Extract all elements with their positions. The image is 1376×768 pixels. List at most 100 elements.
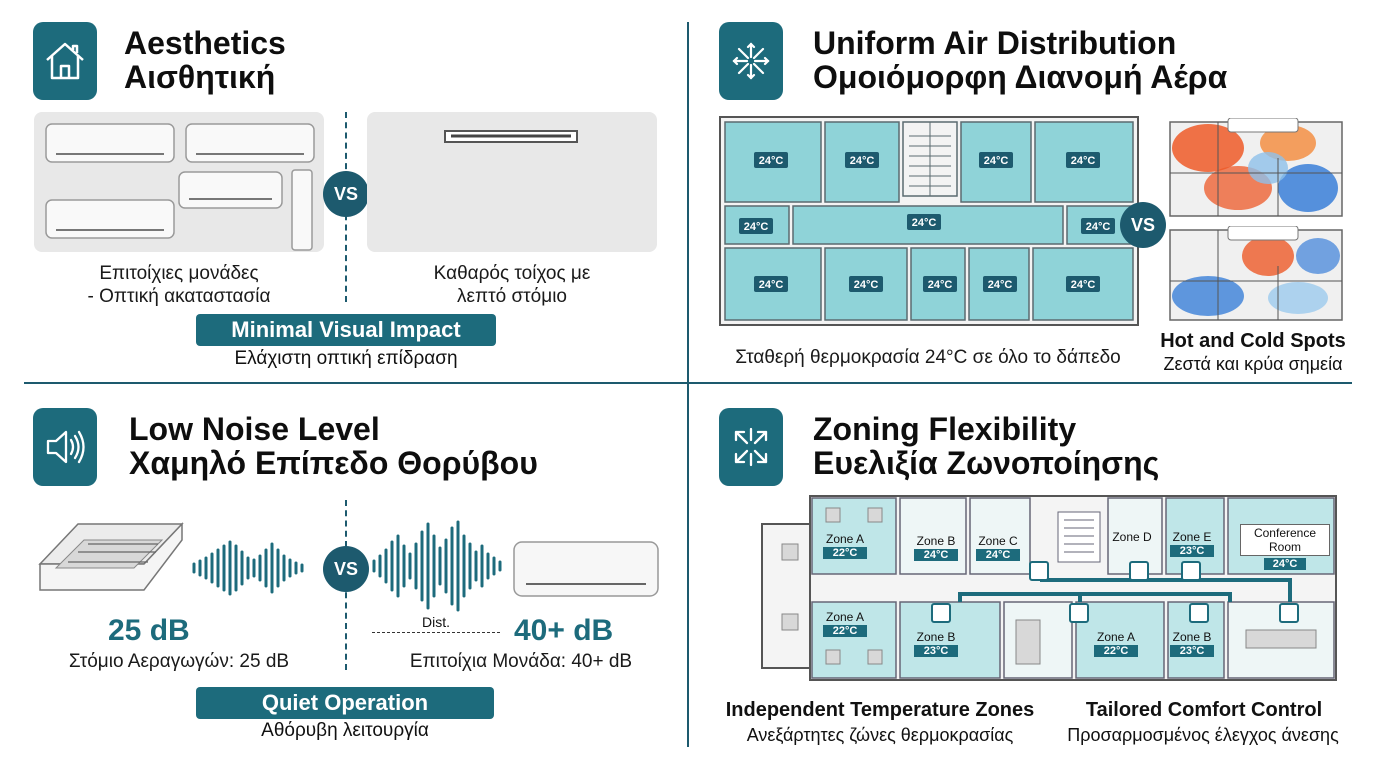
wall-units-illustration: [45, 123, 315, 251]
temp-label: 24°C: [850, 155, 875, 167]
zone-temp: 23°C: [1170, 545, 1214, 557]
independent-zones-label: Independent Temperature Zones: [725, 699, 1035, 721]
duct-noise-caption: Στόμιο Αεραγωγών: 25 dB: [68, 651, 290, 672]
duct-damper: [1279, 603, 1299, 623]
temp-label: 24°C: [759, 279, 784, 291]
duct-damper: [1069, 603, 1089, 623]
hot-cold-label-en: Hot and Cold Spots: [1160, 330, 1346, 352]
clean-wall-caption: Καθαρός τοίχος με λεπτό στόμιο: [367, 262, 657, 308]
temp-label: 24°C: [1071, 155, 1096, 167]
zone-temp: 24°C: [1264, 558, 1306, 570]
temp-label: 24°C: [1086, 221, 1111, 233]
duct-damper: [1189, 603, 1209, 623]
clean-wall-caption-line1: Καθαρός τοίχος με: [433, 263, 591, 284]
loud-db-value: 40+ dB: [514, 614, 614, 647]
zone-name: Zone C: [978, 534, 1018, 548]
uniform-title-en: Uniform Air Distribution: [813, 25, 1177, 61]
zone-temp: 24°C: [914, 549, 958, 561]
uniform-vs-badge: VS: [1120, 202, 1166, 248]
zone-label: Zone B 23°C: [1170, 630, 1214, 657]
temp-label: 24°C: [1071, 279, 1096, 291]
noise-title-gr: Χαμηλό Επίπεδο Θορύβου: [129, 445, 538, 481]
house-icon: [33, 22, 97, 100]
hot-cold-map-wall-unit: [1169, 118, 1343, 217]
zone-name: Zone D: [1112, 530, 1152, 544]
temp-label: 24°C: [912, 217, 937, 229]
zone-temp: 22°C: [1094, 645, 1138, 657]
aesthetics-title-gr: Αισθητική: [124, 59, 276, 95]
air-distribution-icon: [719, 22, 783, 100]
expand-arrows-icon: [719, 408, 783, 486]
temp-label: 24°C: [984, 155, 1009, 167]
zone-temp: 22°C: [823, 625, 867, 637]
clean-wall-panel: [367, 112, 657, 252]
independent-zones-sub: Ανεξάρτητες ζώνες θερμοκρασίας: [746, 725, 1014, 745]
uniform-title-gr: Ομοιόμορφη Διανομή Αέρα: [813, 59, 1228, 95]
wall-unit-illustration: [513, 541, 659, 597]
wall-units-caption-line1: Επιτοίχιες μονάδες: [99, 263, 259, 284]
speaker-icon: [33, 408, 97, 486]
wall-unit-noise-caption: Επιτοίχια Μονάδα: 40+ dB: [409, 651, 633, 672]
zone-name: Zone E: [1172, 530, 1212, 544]
wall-units-caption-line2: - Οπτική ακαταστασία: [87, 286, 271, 307]
duct-damper: [931, 603, 951, 623]
zone-label: Zone D: [1110, 530, 1154, 544]
zone-label: Zone B 23°C: [914, 630, 958, 657]
temp-label: 24°C: [988, 279, 1013, 291]
zone-label: Zone A 22°C: [1094, 630, 1138, 657]
zone-name: Conference Room: [1240, 524, 1330, 556]
aesthetics-vs-badge: VS: [323, 171, 369, 217]
zone-label: Zone E 23°C: [1170, 530, 1214, 557]
distance-label: Dist.: [422, 614, 450, 630]
minimal-visual-impact-pill: Minimal Visual Impact: [196, 314, 496, 346]
temp-label: 24°C: [928, 279, 953, 291]
zone-label: Conference Room 24°C: [1240, 524, 1330, 570]
temp-label: 24°C: [854, 279, 879, 291]
zone-name: Zone B: [916, 630, 956, 644]
zone-label: Zone C 24°C: [976, 534, 1020, 561]
linear-diffuser-illustration: [444, 130, 578, 143]
zone-name: Zone A: [1096, 630, 1136, 644]
zone-temp: 23°C: [914, 645, 958, 657]
uniform-temp-labels: [739, 152, 1115, 292]
uniform-floor-plan: 24°C 24°C 24°C 24°C 24°C 24°C 24°C 24°C …: [719, 116, 1139, 326]
hot-cold-label-gr: Ζεστά και κρύα σημεία: [1163, 354, 1343, 374]
wall-units-caption: Επιτοίχιες μονάδες - Οπτική ακαταστασία: [34, 262, 324, 308]
quiet-db-value: 25 dB: [108, 614, 190, 647]
zone-label: Zone B 24°C: [914, 534, 958, 561]
vertical-divider: [687, 22, 689, 747]
zone-name: Zone A: [825, 532, 865, 546]
noise-title: Low Noise Level Χαμηλό Επίπεδο Θορύβου: [129, 412, 538, 480]
temp-label: 24°C: [759, 155, 784, 167]
zoning-floor-plan: [761, 495, 1337, 681]
quiet-operation-pill: Quiet Operation: [196, 687, 494, 719]
tailored-comfort-label: Tailored Comfort Control: [1085, 699, 1323, 721]
uniform-caption: Σταθερή θερμοκρασία 24°C σε όλο το δάπεδ…: [735, 347, 1121, 368]
ceiling-cassette-illustration: [38, 522, 184, 591]
zone-name: Zone B: [916, 534, 956, 548]
horizontal-divider: [24, 382, 1352, 384]
zone-label: Zone A 22°C: [823, 532, 867, 559]
loud-sound-wave: [372, 520, 502, 612]
distance-line: [372, 632, 500, 633]
tailored-comfort-sub: Προσαρμοσμένος έλεγχος άνεσης: [1067, 725, 1339, 745]
zone-label: Zone A 22°C: [823, 610, 867, 637]
quiet-sound-wave: [192, 540, 304, 596]
noise-title-en: Low Noise Level: [129, 411, 380, 447]
zoning-title-en: Zoning Flexibility: [813, 411, 1077, 447]
aesthetics-title: Aesthetics Αισθητική: [124, 26, 286, 94]
duct-damper: [1029, 561, 1049, 581]
zoning-title-gr: Ευελιξία Ζωνοποίησης: [813, 445, 1160, 481]
uniform-title: Uniform Air Distribution Ομοιόμορφη Διαν…: [813, 26, 1227, 94]
aesthetics-title-en: Aesthetics: [124, 25, 286, 61]
zone-name: Zone B: [1172, 630, 1212, 644]
hot-cold-map-duct: [1169, 226, 1343, 321]
temp-label: 24°C: [744, 221, 769, 233]
noise-vs-badge: VS: [323, 546, 369, 592]
wall-units-panel: [34, 112, 324, 252]
zone-temp: 24°C: [976, 549, 1020, 561]
quiet-operation-sub: Αθόρυβη λειτουργία: [261, 720, 429, 741]
minimal-visual-impact-sub: Ελάχιστη οπτική επίδραση: [234, 348, 458, 369]
zone-temp: 22°C: [823, 547, 867, 559]
zoning-title: Zoning Flexibility Ευελιξία Ζωνοποίησης: [813, 412, 1159, 480]
